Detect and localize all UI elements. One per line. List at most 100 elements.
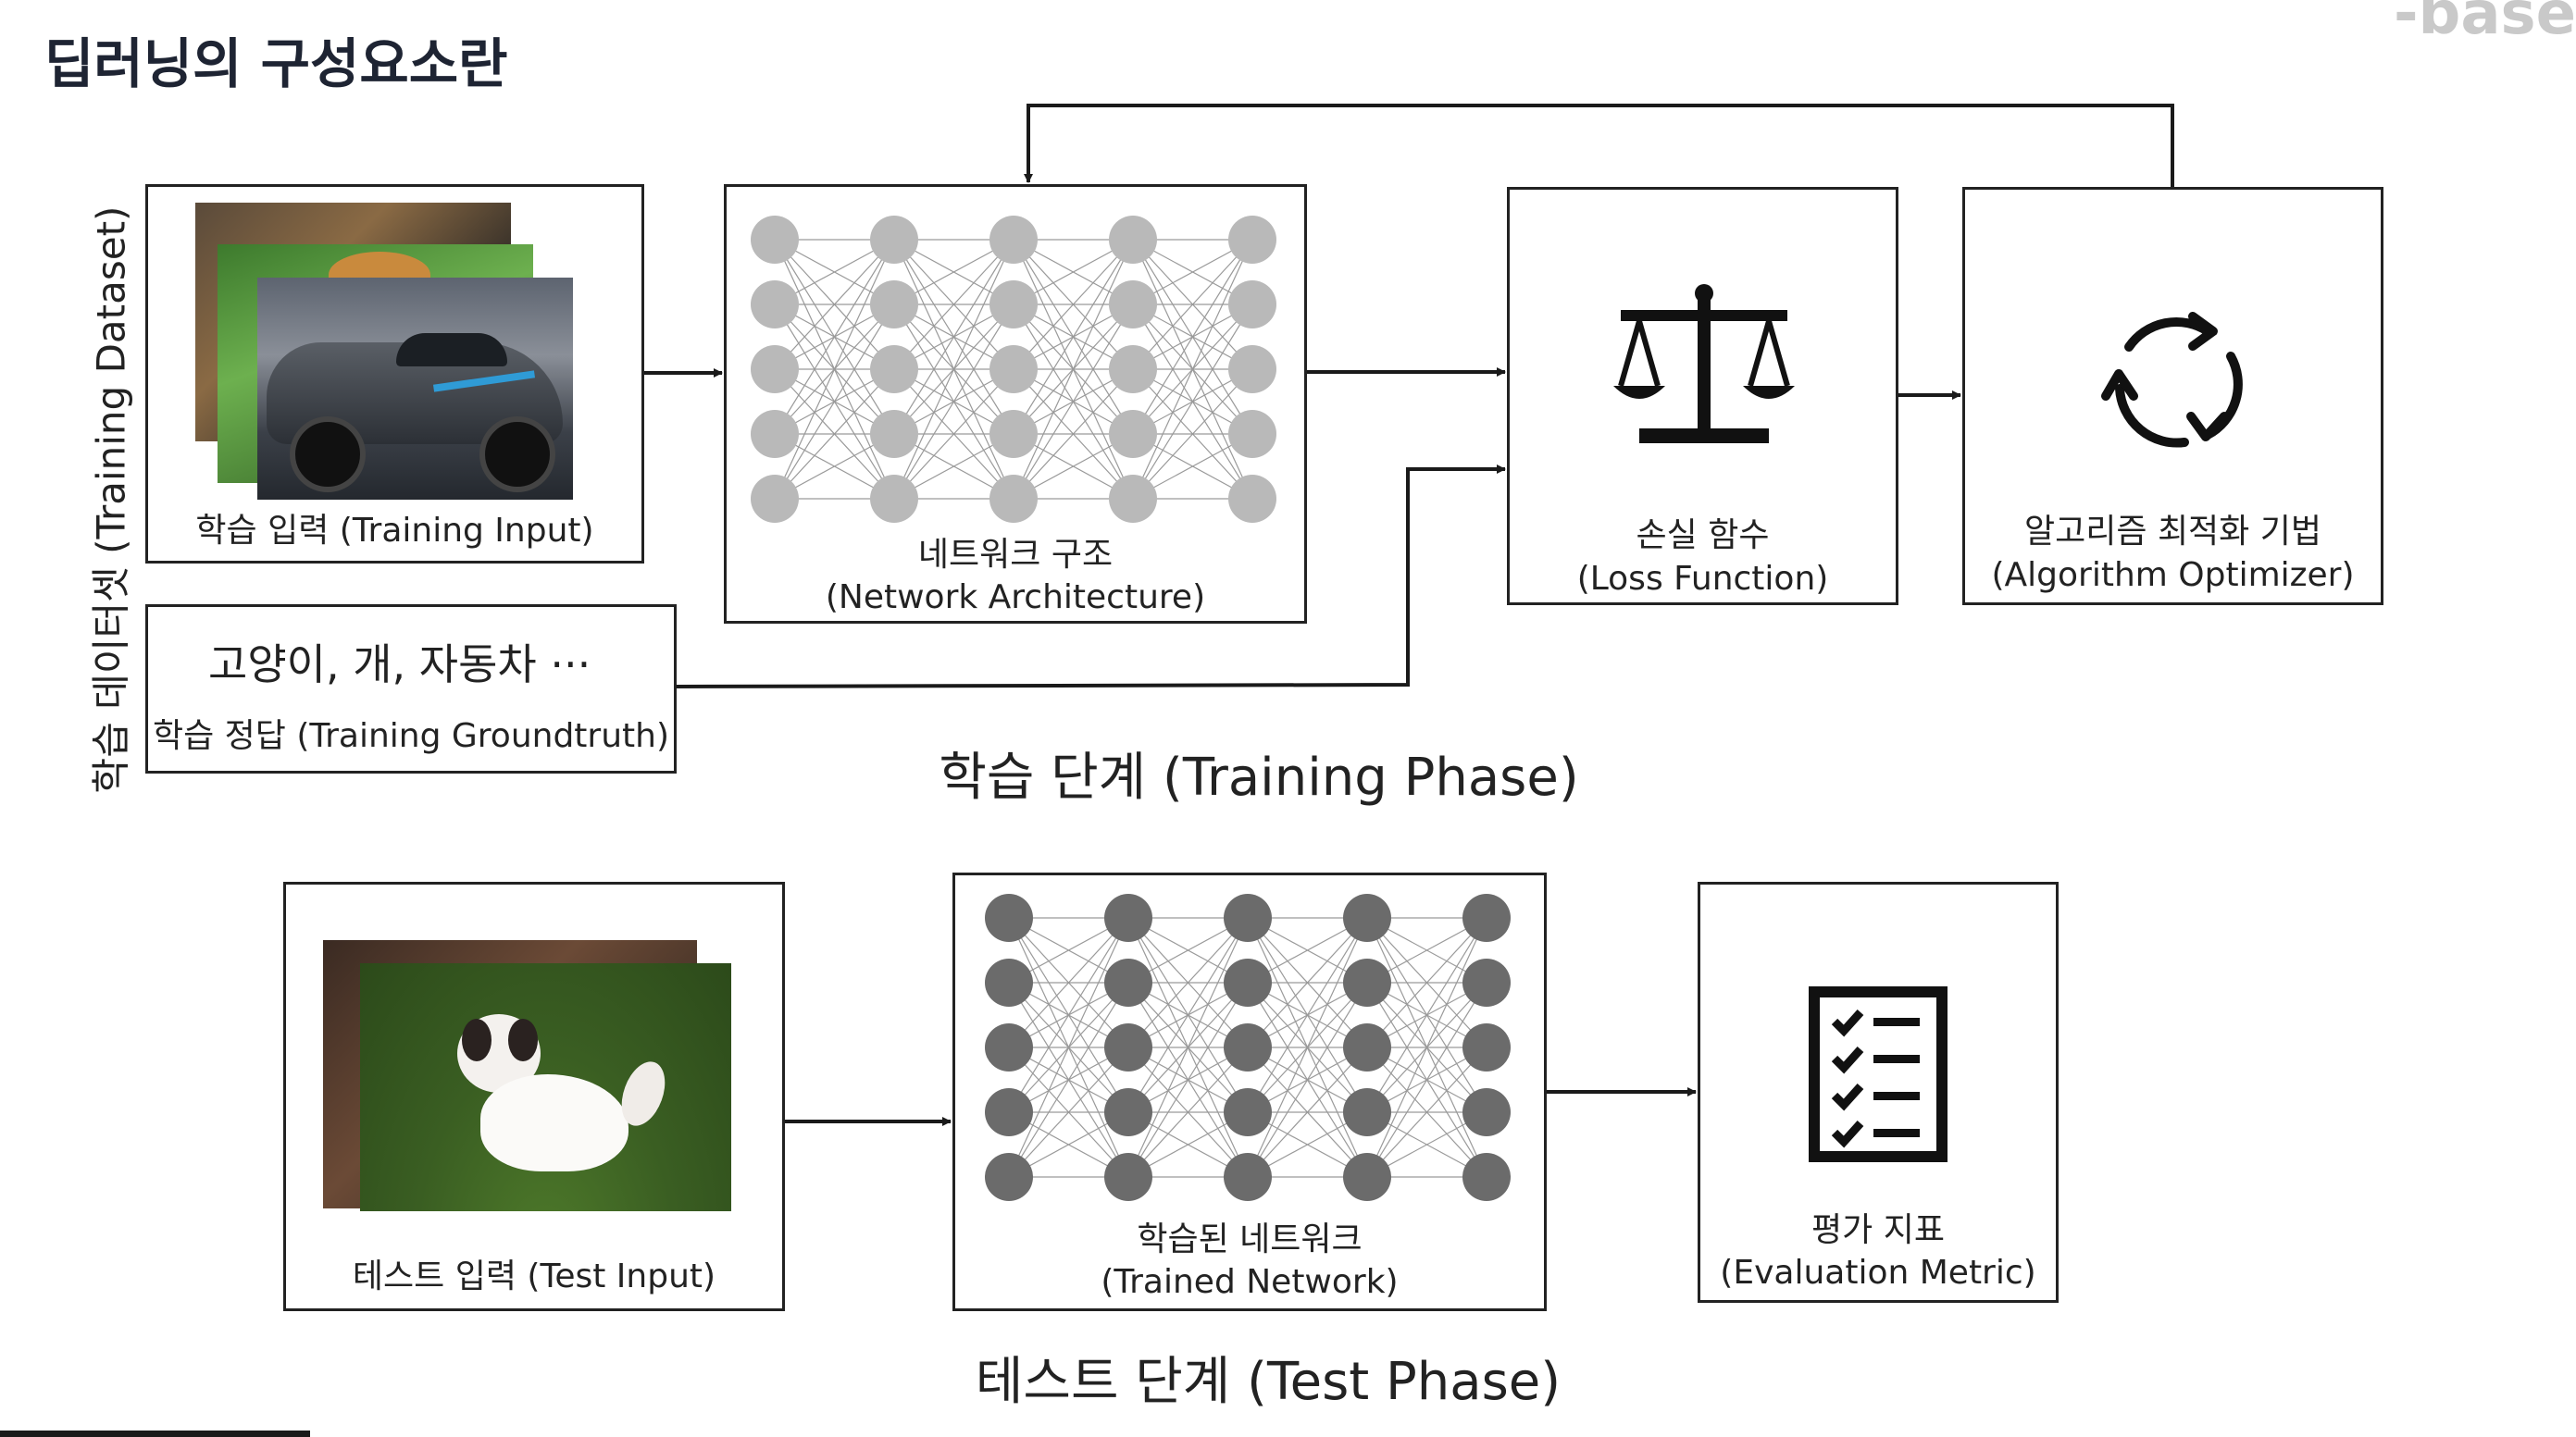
checklist-icon: [1809, 986, 1948, 1162]
training-network-node: [751, 280, 799, 328]
balance-scale-icon: [1613, 284, 1795, 443]
class-list-text: 고양이, 개, 자동차 ···: [208, 639, 591, 689]
test-network-edge: [1127, 1047, 1249, 1178]
training-network-node: [751, 475, 799, 523]
training-network-edge: [1132, 239, 1253, 370]
training-network-edge: [1013, 239, 1134, 500]
test-photo-dog: [360, 963, 731, 1211]
training-network-edge: [893, 239, 1014, 500]
training-network-edge: [1132, 304, 1253, 500]
training-network-node: [989, 410, 1038, 458]
trained-network-label-ko: 학습된 네트워크: [1137, 1220, 1363, 1258]
test-network-node: [1104, 1023, 1152, 1072]
test-network-edge: [1247, 917, 1368, 1178]
test-network-edge: [1127, 917, 1249, 1178]
test-network-node: [1104, 894, 1152, 942]
training-network-node: [1228, 280, 1276, 328]
training-network-edge: [893, 304, 1014, 500]
training-network-node: [989, 216, 1038, 264]
training-network-edge: [893, 368, 1014, 500]
test-network-edge: [1366, 1047, 1487, 1178]
test-network-edge: [1127, 982, 1249, 1178]
test-network-node: [1462, 894, 1511, 942]
network-architecture-label-en: (Network Architecture): [825, 578, 1206, 616]
evaluation-metric-label-ko: 평가 지표: [1811, 1211, 1945, 1249]
training-network-edge: [893, 239, 1014, 370]
test-network-graphic: [985, 894, 1511, 1201]
training-network-node: [1228, 216, 1276, 264]
test-network-node: [1224, 1023, 1272, 1072]
test-network-node: [985, 1088, 1033, 1136]
test-network-node: [1343, 1023, 1391, 1072]
test-network-node: [1224, 894, 1272, 942]
test-network-edge: [1366, 982, 1487, 1178]
training-phase-label: 학습 단계 (Training Phase): [939, 748, 1579, 808]
training-network-node: [870, 280, 918, 328]
training-network-graphic: [751, 216, 1276, 523]
loss-function-label-ko: 손실 함수: [1636, 516, 1770, 554]
training-network-node: [1228, 345, 1276, 393]
training-network-edge: [774, 239, 895, 435]
training-photo-car: [257, 278, 573, 500]
evaluation-metric-label-en: (Evaluation Metric): [1720, 1254, 2036, 1292]
training-network-node: [1228, 410, 1276, 458]
test-network-edge: [1247, 917, 1368, 1048]
training-network-edge: [774, 368, 895, 500]
training-groundtruth-label: 학습 정답 (Training Groundtruth): [152, 717, 670, 755]
training-network-node: [870, 475, 918, 523]
test-input-label: 테스트 입력 (Test Input): [352, 1257, 716, 1295]
test-network-node: [1224, 1088, 1272, 1136]
test-network-node: [1343, 1088, 1391, 1136]
test-network-node: [1462, 959, 1511, 1007]
corner-watermark-text: -base: [2393, 0, 2576, 48]
training-network-edge: [774, 304, 895, 500]
training-network-node: [751, 410, 799, 458]
page-title: 딥러닝의 구성요소란: [44, 32, 508, 95]
training-network-node: [989, 475, 1038, 523]
test-network-edge: [1247, 1047, 1368, 1178]
test-network-node: [1224, 1153, 1272, 1201]
refresh-cycle-icon: [2101, 312, 2243, 448]
algorithm-optimizer-label-ko: 알고리즘 최적화 기법: [2024, 513, 2321, 551]
test-network-node: [1343, 1153, 1391, 1201]
training-network-edge: [1013, 239, 1134, 370]
network-architecture-label-ko: 네트워크 구조: [917, 536, 1114, 574]
training-network-node: [1109, 216, 1157, 264]
training-network-edge: [774, 239, 895, 500]
test-network-node: [1462, 1088, 1511, 1136]
training-input-box: 학습 입력 (Training Input): [145, 184, 644, 564]
test-network-edge: [1247, 982, 1368, 1178]
training-network-node: [1109, 280, 1157, 328]
training-network-edge: [1132, 239, 1253, 435]
training-groundtruth-box: 고양이, 개, 자동차 ··· 학습 정답 (Training Groundtr…: [145, 604, 677, 774]
test-network-node: [1343, 959, 1391, 1007]
test-network-node: [1104, 1088, 1152, 1136]
test-network-edge: [1008, 917, 1129, 1048]
training-network-node: [1109, 475, 1157, 523]
training-network-node: [1109, 345, 1157, 393]
training-network-edge: [893, 239, 1014, 435]
training-network-node: [870, 410, 918, 458]
training-network-node: [1109, 410, 1157, 458]
test-network-edge: [1008, 917, 1129, 1113]
test-network-node: [1104, 959, 1152, 1007]
training-network-node: [1228, 475, 1276, 523]
training-network-edge: [1132, 239, 1253, 500]
evaluation-metric-box: 평가 지표 (Evaluation Metric): [1698, 882, 2059, 1303]
training-network-node: [751, 345, 799, 393]
test-network-node: [1343, 894, 1391, 942]
test-phase-label: 테스트 단계 (Test Phase): [975, 1352, 1562, 1412]
test-network-edge: [1247, 917, 1368, 1113]
training-network-node: [989, 280, 1038, 328]
test-input-box: 테스트 입력 (Test Input): [283, 882, 785, 1311]
training-network-node: [870, 345, 918, 393]
test-network-edge: [1008, 1047, 1129, 1178]
test-network-edge: [1008, 982, 1129, 1178]
training-network-node: [989, 345, 1038, 393]
test-network-node: [985, 959, 1033, 1007]
algorithm-optimizer-label-en: (Algorithm Optimizer): [1991, 556, 2355, 594]
arrow-groundtruth-to-loss: [676, 465, 1506, 688]
training-network-edge: [774, 239, 895, 370]
training-network-edge: [1132, 368, 1253, 500]
